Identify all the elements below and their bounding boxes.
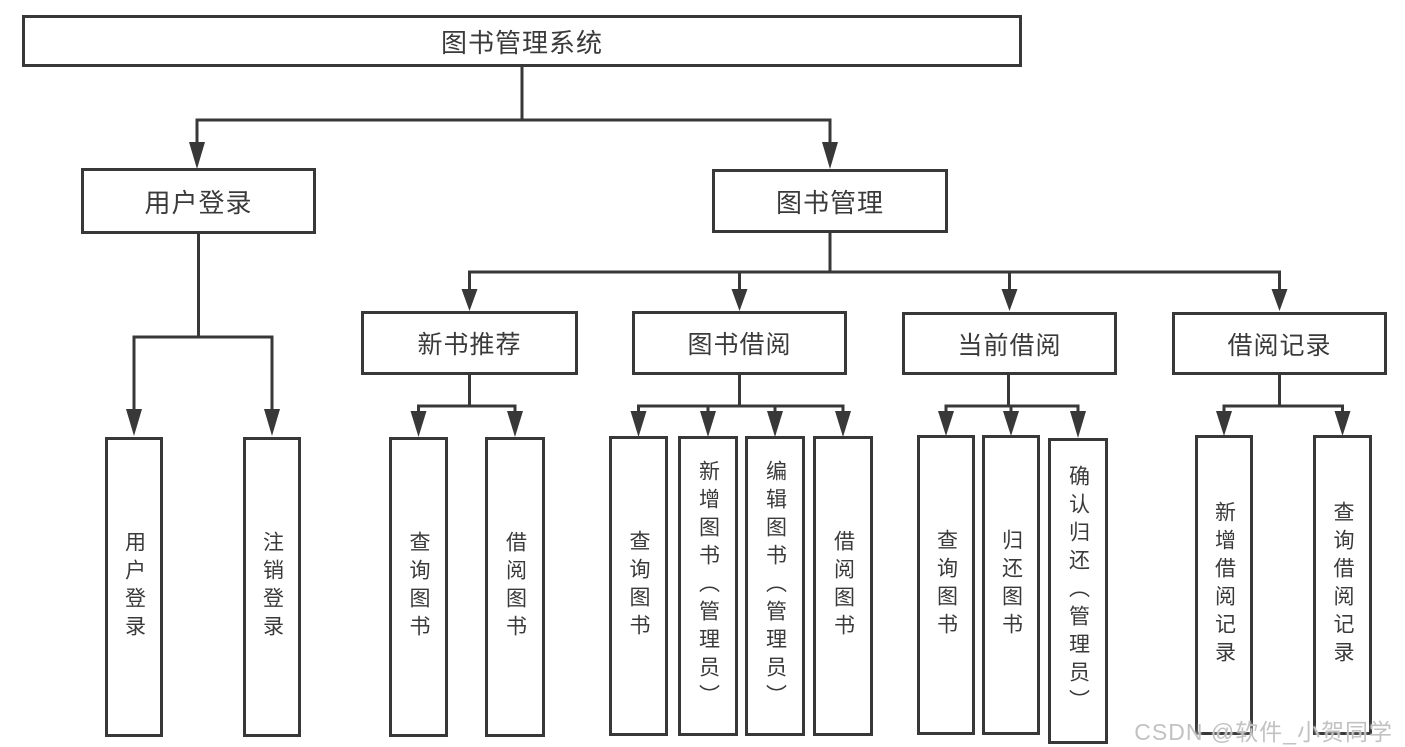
leaf-query-books-1-label: 查询图书 [407,531,430,643]
leaf-return-book: 归还图书 [982,435,1040,735]
node-new-book-recommend-label: 新书推荐 [417,331,522,359]
node-root-label: 图书管理系统 [440,27,603,58]
node-book-borrow-label: 图书借阅 [687,331,792,359]
node-new-book-recommend: 新书推荐 [361,311,578,375]
leaf-query-books-3: 查询图书 [917,435,975,735]
leaf-query-books-2: 查询图书 [609,436,668,736]
node-current-borrow-label: 当前借阅 [957,331,1062,360]
node-book-management: 图书管理 [712,169,948,233]
leaf-confirm-return-admin-label: 确认归还（管理员） [1066,465,1090,717]
leaf-add-borrow-record-label: 新增借阅记录 [1212,501,1236,669]
node-book-borrow: 图书借阅 [632,311,847,375]
watermark: CSDN @软件_小贺同学 [1134,719,1393,745]
leaf-borrow-books-1-label: 借阅图书 [503,531,527,643]
leaf-query-borrow-record-label: 查询借阅记录 [1331,501,1354,669]
leaf-add-book-admin-label: 新增图书（管理员） [696,460,720,712]
leaf-user-login: 用户登录 [105,437,163,737]
leaf-borrow-books-2: 借阅图书 [813,436,873,736]
node-root: 图书管理系统 [22,15,1022,67]
leaf-logout: 注销登录 [243,437,301,737]
leaf-add-borrow-record: 新增借阅记录 [1195,435,1253,735]
leaf-borrow-books-1: 借阅图书 [485,437,545,737]
leaf-query-books-3-label: 查询图书 [934,529,958,641]
leaf-query-books-2-label: 查询图书 [627,530,650,642]
node-borrow-records-label: 借阅记录 [1227,331,1332,360]
node-borrow-records: 借阅记录 [1172,312,1387,375]
node-book-management-label: 图书管理 [775,187,884,218]
leaf-borrow-books-2-label: 借阅图书 [831,530,855,642]
leaf-edit-book-admin-label: 编辑图书（管理员） [763,460,787,712]
leaf-logout-label: 注销登录 [260,531,284,643]
leaf-add-book-admin: 新增图书（管理员） [678,436,738,736]
leaf-confirm-return-admin: 确认归还（管理员） [1048,438,1108,744]
leaf-return-book-label: 归还图书 [999,529,1023,641]
node-user-login-label: 用户登录 [144,187,253,218]
leaf-user-login-label: 用户登录 [122,531,146,643]
leaf-edit-book-admin: 编辑图书（管理员） [745,436,805,736]
leaf-query-books-1: 查询图书 [389,437,448,737]
node-user-login: 用户登录 [81,168,316,234]
node-current-borrow: 当前借阅 [902,312,1117,375]
leaf-query-borrow-record: 查询借阅记录 [1313,435,1372,735]
